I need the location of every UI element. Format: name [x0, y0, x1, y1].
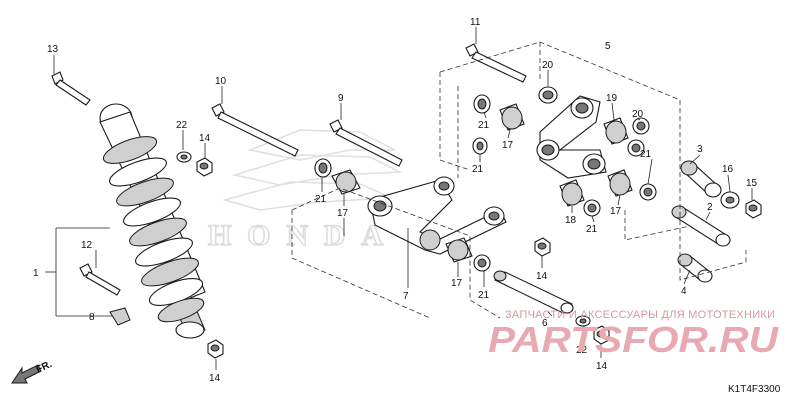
seal-21-link-upper: [473, 94, 491, 114]
seal-20-right: [632, 117, 650, 135]
watermark-brand-part2: FOR.RU: [622, 319, 779, 360]
partsfor-watermark: ЗАПЧАСТИ И АКСЕССУАРЫ ДЛЯ МОТОТЕХНИКИ PA…: [488, 309, 779, 360]
front-direction-arrow: FR.: [11, 359, 54, 384]
callout-1: 1: [33, 268, 39, 279]
callout-6: 6: [542, 318, 548, 329]
seal-21-link-mid: [472, 137, 488, 155]
callout-20-right: 20: [632, 109, 644, 120]
leader-lines: [45, 27, 753, 370]
callout-13: 13: [47, 44, 59, 55]
honda-logo-text: HONDA: [208, 219, 383, 252]
callout-7: 7: [403, 291, 409, 302]
callout-14-lower-right: 14: [596, 361, 608, 372]
link-plate-5: [536, 95, 607, 179]
callout-14-mid: 14: [536, 271, 548, 282]
watermark-tagline: ЗАПЧАСТИ И АКСЕССУАРЫ ДЛЯ МОТОТЕХНИКИ: [505, 309, 775, 321]
callout-21-lower: 21: [478, 290, 490, 301]
watermark-brand-part1: PARTS: [488, 319, 622, 360]
callout-11: 11: [470, 17, 481, 28]
seal-20-upper: [538, 86, 558, 104]
bolt-12: [79, 263, 121, 296]
collar-3: [680, 160, 722, 198]
callout-21-arm-left: 21: [315, 194, 327, 205]
nut-14-lower-left: [207, 339, 224, 359]
washer-22-upper: [176, 151, 192, 163]
callout-16: 16: [722, 164, 734, 175]
link-group-outline: [439, 41, 747, 281]
callout-19: 19: [606, 93, 618, 104]
callout-22-upper: 22: [176, 120, 188, 131]
callout-21-center: 21: [586, 224, 598, 235]
callout-12: 12: [81, 240, 93, 251]
bolt-9: [329, 119, 403, 167]
callout-17-arm-left: 17: [337, 208, 349, 219]
seal-21-right: [627, 139, 645, 157]
callout-17-link-upper: 17: [502, 140, 514, 151]
bearing-18: [559, 179, 585, 207]
nut-14-lower-right: [593, 325, 610, 345]
callout-10: 10: [215, 76, 227, 87]
arm-group-outline: [291, 187, 501, 319]
bearing-17-link-upper: [499, 103, 525, 131]
bearing-19: [603, 117, 629, 145]
callout-17-lower: 17: [451, 278, 463, 289]
callout-labels: 13 22 14 10 9 11 5 20 19 20 21 17 21 21 …: [33, 17, 758, 384]
callout-18: 18: [565, 215, 577, 226]
nut-14-upper: [196, 157, 213, 177]
callout-15: 15: [746, 178, 758, 189]
callout-21-link-upper: 21: [478, 120, 490, 131]
bolt-11: [465, 43, 527, 83]
callout-21-far-right: 21: [640, 149, 652, 160]
callout-22-lower: 22: [576, 345, 588, 356]
callout-8: 8: [89, 312, 95, 323]
collar-6: [493, 270, 574, 314]
callout-14-upper: 14: [199, 133, 211, 144]
seal-21-arm-left: [314, 158, 332, 178]
callout-20-upper: 20: [542, 60, 554, 71]
nut-15: [745, 199, 762, 219]
callout-14-lower-left: 14: [209, 373, 221, 384]
shock-spring: [102, 136, 205, 323]
washer-22-lower: [575, 315, 591, 327]
seal-21-lower: [473, 254, 491, 272]
seal-21-center: [583, 199, 601, 217]
washer-16: [720, 191, 740, 209]
direction-label: FR.: [35, 359, 54, 376]
shock-arm-7: [367, 176, 507, 255]
clip-8: [109, 307, 131, 326]
collar-2: [671, 205, 731, 247]
callout-9: 9: [338, 93, 344, 104]
bearing-17-right: [607, 169, 633, 197]
bearing-17-lower: [445, 237, 473, 263]
bolt-10: [211, 103, 299, 157]
callout-21-link-mid: 21: [472, 164, 484, 175]
bearing-17-arm-left: [331, 169, 361, 195]
callout-2: 2: [707, 202, 713, 213]
bolt-13: [51, 71, 91, 106]
callout-3: 3: [697, 144, 703, 155]
seal-21-far-right: [639, 183, 657, 201]
diagram-code: K1T4F3300: [728, 384, 781, 395]
collar-4: [677, 253, 713, 283]
callout-5: 5: [605, 41, 611, 52]
nut-14-mid: [534, 237, 551, 257]
rear-shock-absorber: [99, 103, 206, 339]
callout-4: 4: [681, 286, 687, 297]
callout-17-right: 17: [610, 206, 622, 217]
